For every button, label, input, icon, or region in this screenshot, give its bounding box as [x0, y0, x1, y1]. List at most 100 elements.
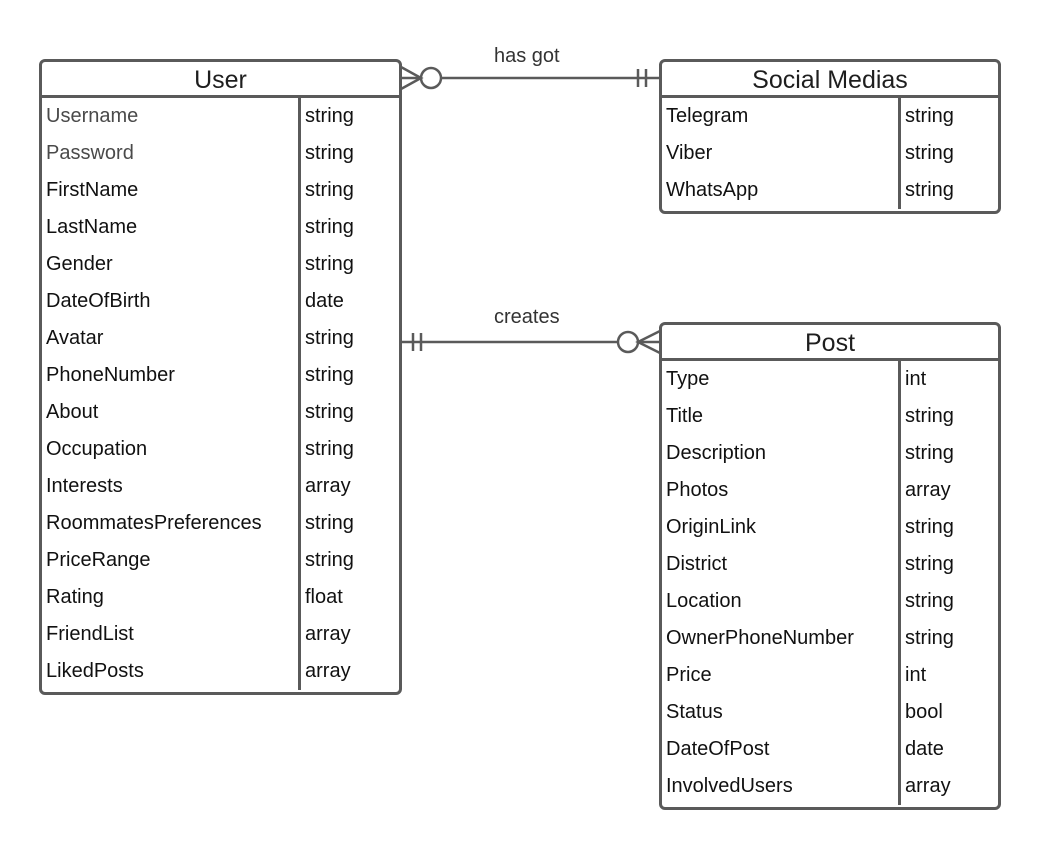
field-name: Password [46, 142, 134, 164]
field-type: array [905, 479, 951, 501]
field-type: string [305, 179, 354, 201]
field-row: Description string [662, 435, 998, 472]
field-type: array [905, 775, 951, 797]
field-type: string [905, 516, 954, 538]
field-name: Type [666, 368, 710, 390]
field-row: RoommatesPreferences string [42, 505, 399, 542]
field-name: LikedPosts [46, 660, 144, 682]
field-row: DateOfBirth date [42, 283, 399, 320]
field-type: bool [905, 701, 943, 723]
field-name: Username [46, 105, 139, 127]
field-type: array [305, 623, 351, 645]
relationship-label-has-got: has got [494, 45, 560, 67]
field-type: string [905, 627, 954, 649]
field-row: OwnerPhoneNumber string [662, 620, 998, 657]
column-divider [898, 361, 901, 805]
field-name: FirstName [46, 179, 139, 201]
field-type: string [305, 401, 354, 423]
field-row: Password string [42, 135, 399, 172]
field-name: PhoneNumber [46, 364, 175, 386]
field-row: WhatsApp string [662, 172, 998, 209]
field-type: string [305, 142, 354, 164]
field-row: Location string [662, 583, 998, 620]
field-name: Description [666, 442, 767, 464]
field-row: Type int [662, 361, 998, 398]
field-type: string [905, 142, 954, 164]
field-type: string [305, 105, 354, 127]
field-name: Telegram [666, 105, 749, 127]
field-type: int [905, 368, 927, 390]
entity-title: Social Medias [662, 62, 998, 98]
field-name: OwnerPhoneNumber [666, 627, 854, 649]
field-name: Location [666, 590, 742, 612]
field-type: string [905, 179, 954, 201]
field-name: Rating [46, 586, 104, 608]
field-row: About string [42, 394, 399, 431]
field-row: InvolvedUsers array [662, 768, 998, 805]
field-row: Occupation string [42, 431, 399, 468]
field-type: string [305, 438, 354, 460]
field-name: FriendList [46, 623, 134, 645]
field-name: DateOfPost [666, 738, 770, 760]
field-type: date [305, 290, 344, 312]
field-type: string [305, 216, 354, 238]
relationship-has-got-connector [400, 65, 660, 91]
field-type: string [905, 105, 954, 127]
entity-title: Post [662, 325, 998, 361]
field-type: array [305, 475, 351, 497]
field-name: InvolvedUsers [666, 775, 793, 797]
field-row: Telegram string [662, 98, 998, 135]
field-type: string [305, 549, 354, 571]
field-name: About [46, 401, 99, 423]
field-row: Rating float [42, 579, 399, 616]
field-type: string [305, 253, 354, 275]
zero-or-many-circle [419, 66, 443, 90]
relationship-label-creates: creates [494, 306, 560, 328]
field-name: LastName [46, 216, 138, 238]
field-row: DateOfPost date [662, 731, 998, 768]
field-row: LikedPosts array [42, 653, 399, 690]
field-name: DateOfBirth [46, 290, 151, 312]
field-type: int [905, 664, 927, 686]
field-type: array [305, 660, 351, 682]
field-row: District string [662, 546, 998, 583]
entity-title: User [42, 62, 399, 98]
field-row: LastName string [42, 209, 399, 246]
field-row: Gender string [42, 246, 399, 283]
field-name: District [666, 553, 728, 575]
field-type: string [905, 553, 954, 575]
field-type: date [905, 738, 944, 760]
zero-or-many-circle [616, 330, 640, 354]
field-type: string [305, 512, 354, 534]
field-name: WhatsApp [666, 179, 759, 201]
column-divider [898, 98, 901, 209]
field-type: string [905, 590, 954, 612]
field-name: Photos [666, 479, 729, 501]
field-type: string [905, 442, 954, 464]
field-name: Interests [46, 475, 123, 497]
field-name: Status [666, 701, 723, 723]
field-row: Status bool [662, 694, 998, 731]
field-name: PriceRange [46, 549, 151, 571]
field-row: Price int [662, 657, 998, 694]
relationship-creates-connector [401, 329, 661, 355]
field-name: Occupation [46, 438, 148, 460]
column-divider [298, 98, 301, 690]
field-type: string [905, 405, 954, 427]
field-name: Price [666, 664, 712, 686]
field-name: RoommatesPreferences [46, 512, 262, 534]
field-row: Interests array [42, 468, 399, 505]
field-type: float [305, 586, 343, 608]
field-name: Gender [46, 253, 113, 275]
